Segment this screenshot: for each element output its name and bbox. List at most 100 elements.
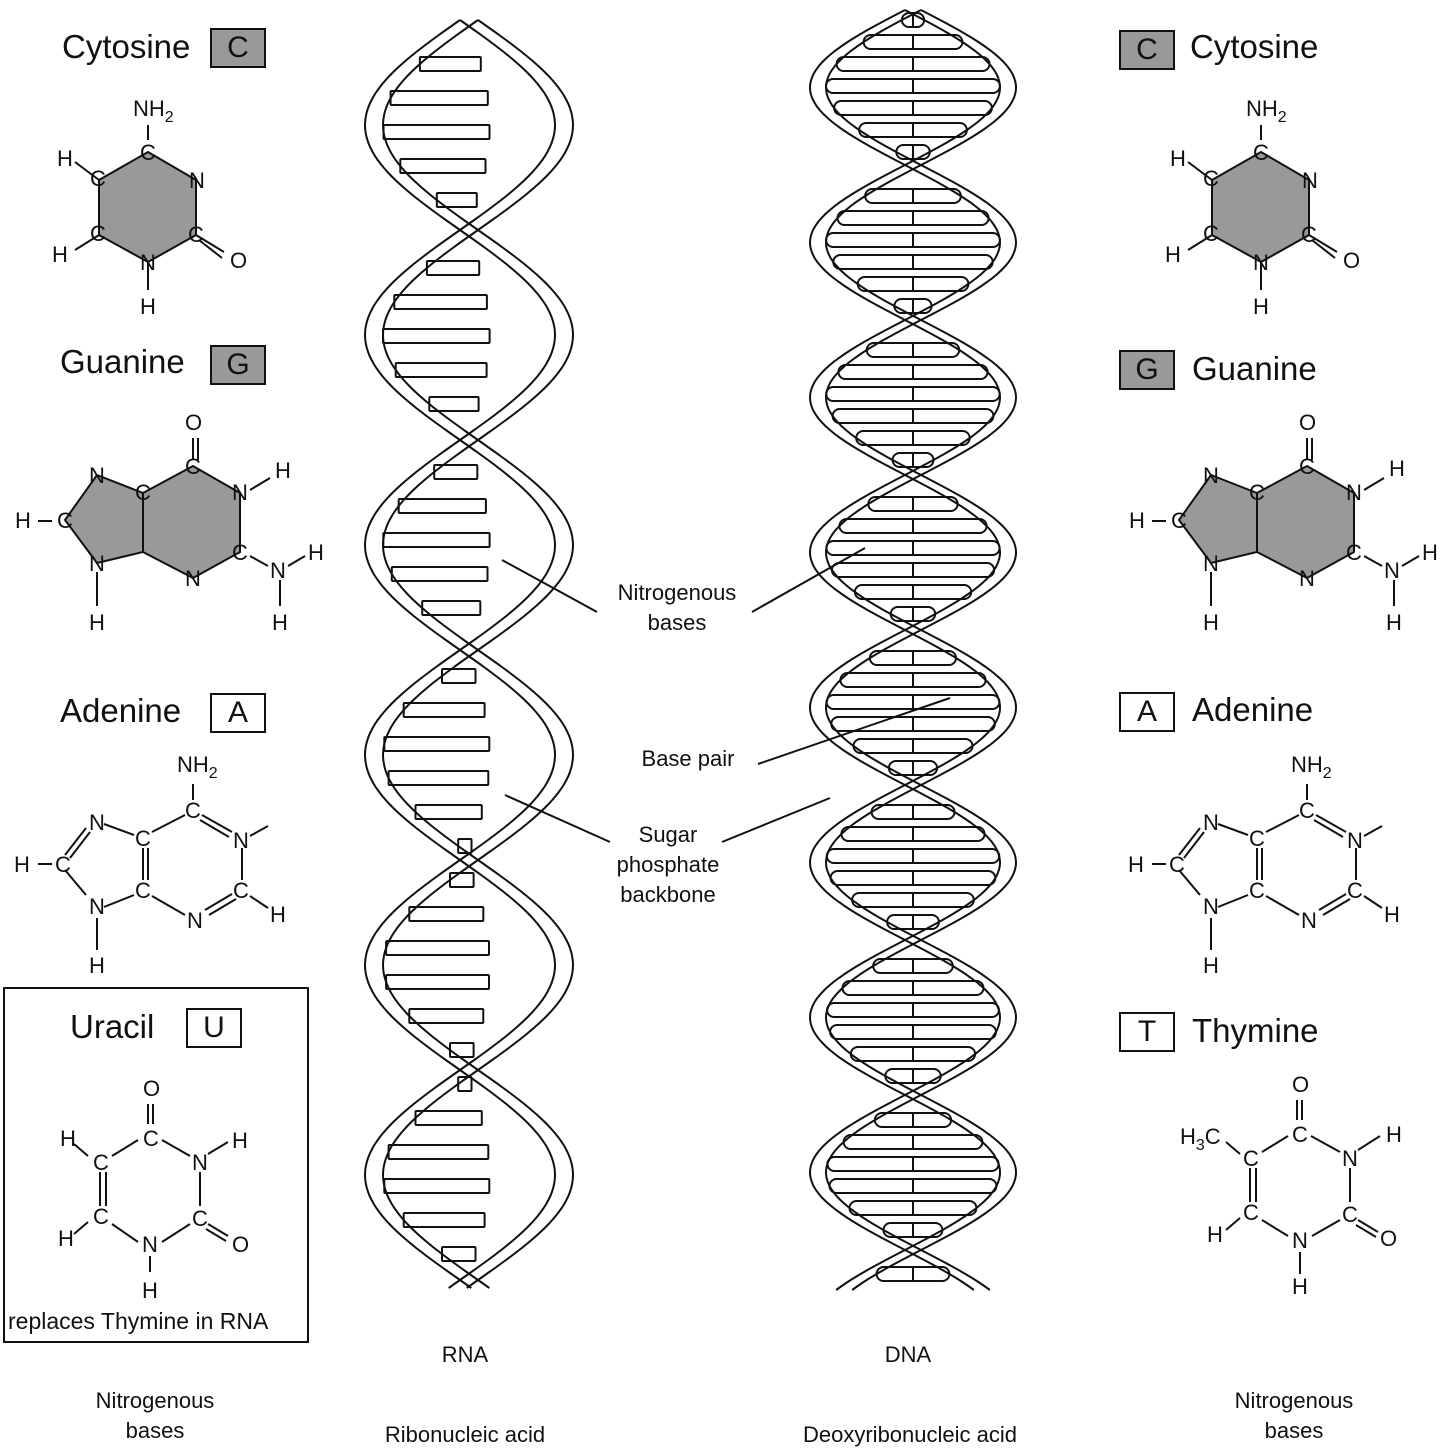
thymine-atoms: O C N H C O N H C C H3C H xyxy=(1180,1072,1402,1299)
right-cytosine-structure: NH2 C N C O N H C C H H xyxy=(1165,96,1360,319)
atom: N xyxy=(1203,463,1219,488)
callout-nitrogenous-line1: Nitrogenous xyxy=(617,580,737,605)
callout-sugar-line1: Sugar xyxy=(638,822,698,847)
svg-text:NH2: NH2 xyxy=(1291,752,1332,782)
atom: H xyxy=(275,458,291,483)
atom: O xyxy=(232,1232,249,1257)
left-adenine-structure xyxy=(38,784,269,950)
left-caption-line1: Nitrogenous xyxy=(95,1388,215,1413)
left-adenine-badge: A xyxy=(210,693,266,733)
atom: N xyxy=(270,558,286,583)
atom: C xyxy=(1253,140,1269,165)
dna-backbone xyxy=(824,9,1018,1291)
atom: H xyxy=(1203,953,1219,978)
atom: C xyxy=(1299,454,1315,479)
atom: H xyxy=(52,242,68,267)
atom: N xyxy=(1384,558,1400,583)
atom: C xyxy=(1301,222,1317,247)
right-adenine-atoms: NH2 C N C H N C C N C H N H xyxy=(1128,752,1400,978)
right-nitrogenous-caption: Nitrogenous bases xyxy=(1214,1386,1374,1446)
callout-leader-lines xyxy=(501,547,951,843)
uracil-atoms: O C N H C O N H C C H H xyxy=(58,1076,249,1303)
atom: H xyxy=(270,902,286,927)
rna-base xyxy=(382,124,491,140)
dna-helix xyxy=(808,9,1018,1291)
rna-base xyxy=(390,566,489,582)
atom: H xyxy=(89,953,105,978)
left-cytosine-name: Cytosine xyxy=(62,28,191,65)
rna-base xyxy=(389,90,489,106)
right-adenine-badge: A xyxy=(1119,692,1175,732)
rna-base xyxy=(385,974,491,990)
atom: N xyxy=(1203,810,1219,835)
right-caption-line2: bases xyxy=(1264,1418,1324,1443)
left-guanine-badge: G xyxy=(210,345,266,385)
left-adenine-name: Adenine xyxy=(60,692,182,729)
dna-backbone xyxy=(808,9,1002,1291)
atom: H xyxy=(1422,540,1438,565)
atom: O xyxy=(1292,1072,1309,1097)
right-cytosine-badge: C xyxy=(1119,30,1175,70)
atom: C xyxy=(232,540,248,565)
rna-base xyxy=(425,260,481,276)
rna-fullname: Ribonucleic acid xyxy=(384,1422,546,1447)
left-cytosine-badge: C xyxy=(210,28,266,68)
atom: H xyxy=(1165,242,1181,267)
rna-base xyxy=(408,906,485,922)
atom-sub: 3 xyxy=(1196,1137,1205,1154)
callout-nitrogenous-line2: bases xyxy=(647,610,707,635)
rna-base xyxy=(382,328,491,344)
uracil-structure xyxy=(73,1104,229,1272)
uracil-note: replaces Thymine in RNA xyxy=(8,1308,269,1334)
rna-base xyxy=(383,736,491,752)
atom: C xyxy=(1243,1146,1259,1171)
atom: H xyxy=(1203,610,1219,635)
atom: H xyxy=(142,1278,158,1303)
right-thymine-name: Thymine xyxy=(1192,1012,1319,1049)
atom: N xyxy=(189,168,205,193)
atom: N xyxy=(233,828,249,853)
atom: C xyxy=(55,852,71,877)
uracil-badge: U xyxy=(186,1008,242,1048)
dna-fullname: Deoxyribonucleic acid xyxy=(803,1422,1017,1447)
atom: N xyxy=(1203,551,1219,576)
right-adenine-structure xyxy=(1152,784,1383,950)
atom: C xyxy=(1299,798,1315,823)
svg-text:H3C: H3C xyxy=(1180,1124,1221,1154)
callout-sugar-line3: backbone xyxy=(620,882,716,907)
callout-sugar-line2: phosphate xyxy=(616,852,720,877)
atom: C xyxy=(1203,166,1219,191)
atom: H xyxy=(1170,146,1186,171)
rna-base xyxy=(449,1042,475,1058)
atom: H xyxy=(1389,456,1405,481)
atom: N xyxy=(1292,1228,1308,1253)
atom: C xyxy=(1203,221,1219,246)
callout-nitrogenous-bases: Nitrogenous bases xyxy=(600,578,754,638)
rna-base xyxy=(408,1008,485,1024)
atom: C xyxy=(90,221,106,246)
left-guanine-name: Guanine xyxy=(60,343,185,380)
atom: C xyxy=(192,1206,208,1231)
atom: NH xyxy=(1291,752,1323,777)
right-cytosine-ring xyxy=(1211,150,1310,264)
dna-backbone xyxy=(824,9,1018,1291)
rna-base xyxy=(385,940,491,956)
atom: N xyxy=(1253,250,1269,275)
rna-base xyxy=(399,158,487,174)
right-guanine-structure: O C N H C N H H N C N C H N H xyxy=(1129,410,1438,635)
rna-label: RNA xyxy=(441,1342,489,1367)
right-caption-line1: Nitrogenous xyxy=(1234,1388,1354,1413)
dna-label: DNA xyxy=(884,1342,932,1367)
atom: C xyxy=(1171,508,1187,533)
atom: H xyxy=(308,540,324,565)
left-cytosine-ring xyxy=(98,150,197,264)
atom: H xyxy=(1253,294,1269,319)
leader-sugar-rna xyxy=(504,794,611,843)
atom: N xyxy=(142,1232,158,1257)
atom-sub: 2 xyxy=(1323,765,1332,782)
atom: H xyxy=(14,852,30,877)
leader-base-pair xyxy=(757,697,951,765)
atom: H xyxy=(89,610,105,635)
rna-backbone xyxy=(381,19,575,1289)
